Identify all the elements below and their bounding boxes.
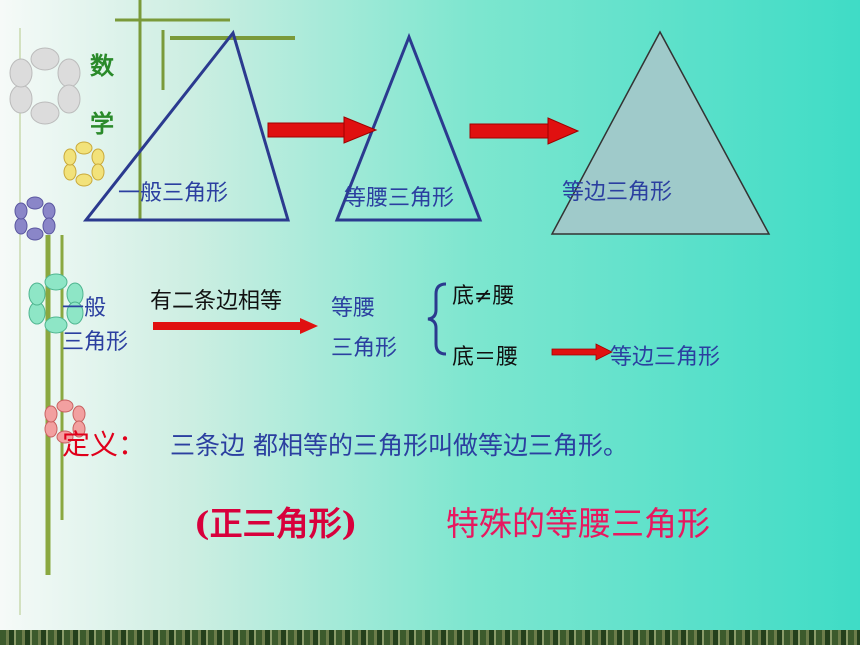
isosceles-label-line2: 三角形 <box>331 336 398 361</box>
base-not-equal-leg: 底≠腰 <box>452 284 515 309</box>
equilateral-triangle-label: 等边三角形 <box>562 180 673 205</box>
base-equal-leg: 底＝腰 <box>452 345 519 370</box>
condition-label: 有二条边相等 <box>150 289 283 314</box>
flower-decoration-icon <box>14 196 56 241</box>
flower-decoration-icon <box>28 273 84 334</box>
general-label-line2: 三角形 <box>62 330 129 355</box>
flower-decoration-icon <box>9 47 81 125</box>
flower-decoration-icon <box>63 141 105 187</box>
definition-label: 定义： <box>62 428 147 461</box>
bottom-decor-bar <box>0 630 860 645</box>
general-triangle-label: 一般三角形 <box>118 181 229 206</box>
equilateral-triangle <box>550 30 771 235</box>
brace-icon <box>427 282 447 356</box>
equilateral-result-label: 等边三角形 <box>610 345 721 370</box>
subject-title-char-2: 学 <box>90 109 114 138</box>
general-triangle <box>82 29 291 222</box>
isosceles-triangle-label: 等腰三角形 <box>344 186 455 211</box>
arrow-to-equilateral <box>551 343 613 361</box>
subject-title-char-1: 数 <box>90 51 114 80</box>
arrow-isosceles-to-equilateral <box>469 117 580 145</box>
alias-note: (正三角形) <box>194 504 358 543</box>
arrow-general-to-isosceles <box>267 116 378 144</box>
special-note: 特殊的等腰三角形 <box>446 504 710 543</box>
isosceles-label-line1: 等腰 <box>331 296 376 321</box>
general-label-line1: 一般 <box>62 296 107 321</box>
definition-text: 三条边 都相等的三角形叫做等边三角形。 <box>170 431 628 460</box>
flower-decoration-icon <box>44 399 86 444</box>
arrow-condition <box>153 318 318 334</box>
